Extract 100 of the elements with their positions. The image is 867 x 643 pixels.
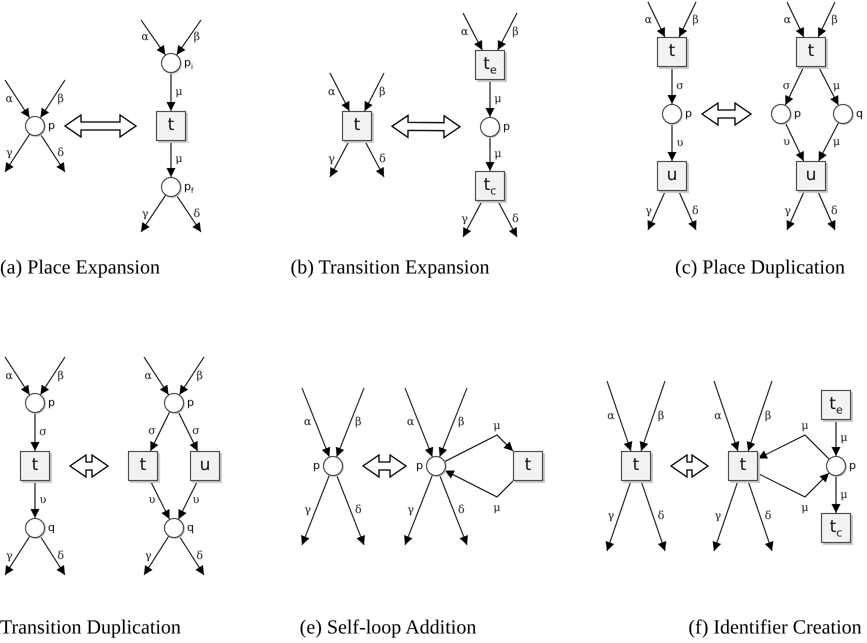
- node-label: p: [685, 108, 692, 120]
- edge-label: μ: [175, 86, 183, 98]
- edge-label: γ: [142, 208, 148, 220]
- node-label: q: [187, 522, 194, 534]
- arrow: [486, 136, 494, 172]
- arrow: [4, 134, 30, 172]
- edge-label: β: [764, 410, 772, 422]
- place-circle: [323, 456, 343, 476]
- arrow: [40, 134, 66, 172]
- arrow: [668, 66, 676, 104]
- edge-label: υ: [676, 136, 684, 148]
- arrow: [832, 420, 840, 456]
- arrow: [150, 480, 170, 520]
- arrow: [784, 66, 804, 106]
- arrow: [144, 356, 169, 396]
- transition-box: t$_{e}$: [475, 50, 505, 80]
- place-circle: [25, 518, 45, 538]
- arrow: [818, 66, 839, 106]
- arrow: [678, 190, 696, 230]
- edge-label: δ: [512, 213, 519, 225]
- arrow: [786, 190, 805, 230]
- arrow: [176, 194, 202, 232]
- arrow: [444, 434, 514, 462]
- transition-box: t: [128, 451, 158, 481]
- edge-label: β: [512, 26, 519, 38]
- arrow: [364, 72, 384, 112]
- arrow: [758, 472, 830, 498]
- arrow: [648, 190, 666, 230]
- edge-label: α: [406, 416, 414, 428]
- double-arrow: [700, 102, 752, 126]
- arrow: [40, 536, 66, 576]
- edge-label: β: [658, 410, 664, 422]
- place-circle: [161, 177, 181, 197]
- arrow: [140, 194, 166, 232]
- arrow: [178, 480, 198, 520]
- arrow: [404, 388, 434, 458]
- node-label: p: [48, 120, 55, 132]
- edge-label: γ: [6, 147, 13, 160]
- arrow: [302, 388, 330, 458]
- arrow: [40, 80, 66, 118]
- arrow: [818, 122, 839, 162]
- caption: (a) Place Expansion: [0, 256, 160, 280]
- arrow: [462, 200, 483, 238]
- arrow: [748, 480, 774, 552]
- edge-label: μ: [840, 488, 848, 500]
- transition-box: t$_{c}$: [821, 513, 851, 543]
- edge-label: β: [58, 370, 64, 382]
- transition-box: t: [342, 111, 372, 141]
- place-circle: [426, 456, 446, 476]
- arrow: [497, 12, 518, 50]
- arrow: [817, 190, 836, 230]
- edge-label: δ: [193, 208, 200, 220]
- edge-label: μ: [801, 420, 809, 432]
- node-label: q: [48, 522, 55, 534]
- arrow: [30, 480, 40, 518]
- transition-box: t: [728, 451, 758, 481]
- edge-label: α: [607, 410, 615, 422]
- edge-label: δ: [658, 510, 664, 522]
- arrow: [758, 434, 830, 460]
- edge-label: γ: [328, 153, 335, 165]
- arrow: [497, 200, 518, 238]
- transition-box: u: [190, 451, 220, 481]
- arrow: [438, 388, 468, 458]
- edge-label: υ: [40, 494, 46, 506]
- arrow: [786, 2, 804, 38]
- double-arrow: [362, 454, 408, 478]
- arrow: [648, 2, 666, 38]
- edge-label: υ: [783, 136, 790, 148]
- place-circle: [826, 456, 846, 476]
- transition-box: t: [513, 451, 543, 481]
- edge-label: δ: [57, 550, 64, 562]
- edge-label: δ: [355, 504, 362, 516]
- edge-label: δ: [57, 147, 64, 160]
- double-arrow: [64, 114, 138, 138]
- edge-label: σ: [782, 80, 790, 92]
- arrow: [364, 140, 384, 178]
- edge-label: σ: [148, 425, 156, 438]
- edge-label: μ: [832, 136, 840, 148]
- arrow: [179, 356, 204, 396]
- edge-label: μ: [494, 92, 502, 104]
- arrow: [166, 72, 176, 112]
- edge-label: δ: [458, 504, 465, 516]
- edge-label: δ: [379, 153, 386, 165]
- edge-label: β: [58, 92, 64, 105]
- place-circle: [771, 104, 791, 124]
- edge-label: α: [644, 14, 652, 26]
- place-circle: [662, 104, 682, 124]
- double-arrow: [670, 454, 710, 478]
- edge-label: γ: [714, 510, 722, 522]
- edge-label: β: [194, 31, 200, 44]
- edge-label: β: [196, 370, 203, 382]
- arrow: [606, 380, 632, 452]
- arrow: [4, 536, 30, 576]
- node-label: q: [856, 108, 863, 120]
- transition-box: t$_{c}$: [475, 171, 505, 201]
- double-arrow: [390, 114, 462, 139]
- transition-box: t: [621, 451, 651, 481]
- caption: (e) Self-loop Addition: [300, 616, 476, 640]
- arrow: [486, 80, 494, 118]
- edge-label: σ: [39, 426, 47, 438]
